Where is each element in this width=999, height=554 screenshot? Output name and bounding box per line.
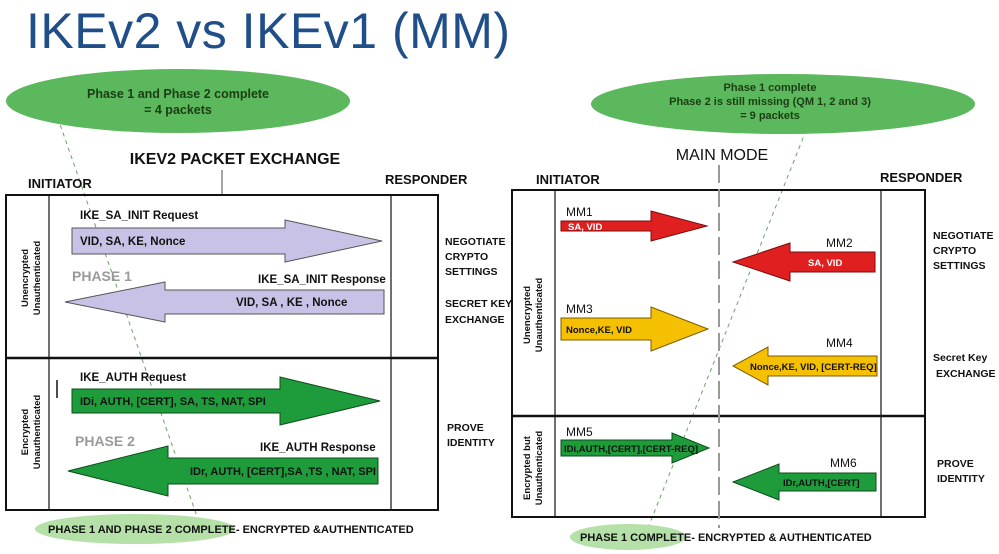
left-footer-rest: ENCRYPTED &AUTHENTICATED: [240, 524, 414, 536]
left-footer-text: PHASE 1 AND PHASE 2 COMPLETE- ENCRYPTED …: [48, 524, 414, 536]
mm4-label: MM4: [826, 336, 853, 350]
right-note-prove: PROVE: [937, 458, 974, 470]
phase2-label: PHASE 2: [75, 433, 135, 449]
mm6-arrow: [731, 463, 877, 501]
ike-auth-request-body: IDi, AUTH, [CERT], SA, TS, NAT, SPI: [80, 396, 266, 408]
right-bubble-line2: Phase 2 is still missing (QM 1, 2 and 3): [669, 96, 871, 108]
right-heading: MAIN MODE: [676, 147, 768, 164]
right-note-settings: SETTINGS: [933, 260, 986, 272]
right-row2-label-a: Encrypted but: [522, 435, 533, 500]
left-note-settings: SETTINGS: [445, 266, 498, 278]
mm3-arrow: [560, 306, 710, 352]
left-responder-label: RESPONDER: [385, 172, 468, 187]
phase1-label: PHASE 1: [72, 268, 132, 284]
mm2-arrow: [731, 242, 876, 282]
left-footer-oval: [35, 514, 235, 544]
mm1-label: MM1: [566, 205, 593, 219]
right-note-exchange: EXCHANGE: [936, 368, 996, 380]
ike-auth-response-body: IDr, AUTH, [CERT],SA ,TS , NAT, SPI: [190, 466, 376, 478]
page-title: IKEv2 vs IKEv1 (MM): [26, 3, 511, 59]
left-note-secret-key: SECRET KEY: [445, 298, 512, 310]
left-note-identity: IDENTITY: [447, 437, 495, 449]
ike-auth-response-title: IKE_AUTH Response: [260, 442, 376, 454]
mm5-body: IDi,AUTH,[CERT],[CERT-REQ]: [564, 444, 698, 455]
right-footer-text: PHASE 1 COMPLETE- ENCRYPTED & AUTHENTICA…: [580, 532, 872, 544]
right-note-identity: IDENTITY: [937, 473, 985, 485]
left-footer-highlight: PHASE 1 AND PHASE 2 COMPLETE-: [48, 524, 240, 536]
ike-sa-init-request-arrow: [71, 219, 383, 263]
left-note-prove: PROVE: [447, 422, 484, 434]
right-row1-label-a: Unencrypted: [522, 286, 533, 344]
right-bubble-line3: = 9 packets: [740, 110, 800, 122]
left-row1-label-b: Unauthenticated: [32, 241, 43, 316]
right-row2-label-b: Unauthenticated: [534, 431, 545, 506]
ike-sa-init-response-title: IKE_SA_INIT Response: [258, 274, 386, 286]
ike-auth-response-arrow: [67, 445, 379, 497]
mm4-arrow: [731, 346, 878, 386]
left-row2-label-b: Unauthenticated: [32, 395, 43, 470]
ike-sa-init-response-body: VID, SA , KE , Nonce: [236, 297, 347, 309]
mm6-body: IDr,AUTH,[CERT]: [783, 478, 860, 489]
ike-auth-request-title: IKE_AUTH Request: [80, 372, 186, 384]
right-note-negotiate: NEGOTIATE: [933, 230, 993, 242]
right-row1-label-b: Unauthenticated: [534, 278, 545, 353]
right-footer-highlight: PHASE 1 COMPLETE-: [580, 532, 695, 544]
left-bubble-line2: = 4 packets: [144, 103, 212, 117]
left-bubble-line1: Phase 1 and Phase 2 complete: [87, 87, 269, 101]
left-heading: IKEV2 PACKET EXCHANGE: [130, 151, 341, 168]
ike-sa-init-request-body: VID, SA, KE, Nonce: [80, 236, 185, 248]
right-note-crypto: CRYPTO: [933, 245, 976, 257]
mm3-label: MM3: [566, 302, 593, 316]
right-note-secret-key: Secret Key: [933, 352, 987, 364]
left-note-exchange: EXCHANGE: [445, 314, 505, 326]
left-guide-line: [54, 109, 201, 526]
mm3-body: Nonce,KE, VID: [566, 325, 632, 336]
right-initiator-label: INITIATOR: [536, 172, 600, 187]
left-note-crypto: CRYPTO: [445, 251, 488, 263]
mm2-label: MM2: [826, 236, 853, 250]
right-footer-rest: ENCRYPTED & AUTHENTICATED: [695, 532, 872, 544]
left-initiator-label: INITIATOR: [28, 176, 92, 191]
mm5-label: MM5: [566, 425, 593, 439]
mm1-body: SA, VID: [568, 222, 602, 233]
mm4-body: Nonce,KE, VID, [CERT-REQ]: [750, 362, 877, 373]
ike-auth-request-arrow: [71, 376, 381, 426]
right-footer-oval: [570, 524, 686, 550]
mm1-arrow: [560, 210, 709, 242]
left-note-negotiate: NEGOTIATE: [445, 236, 505, 248]
ike-sa-init-response-arrow: [64, 281, 385, 323]
left-row1-label-a: Unencrypted: [20, 249, 31, 307]
right-bubble-line1: Phase 1 complete: [724, 82, 817, 94]
mm2-body: SA, VID: [808, 258, 842, 269]
ike-sa-init-request-title: IKE_SA_INIT Request: [80, 210, 198, 222]
left-frame: [5, 194, 439, 511]
mm6-label: MM6: [830, 456, 857, 470]
right-summary-bubble: [591, 74, 975, 134]
left-summary-bubble: [6, 69, 350, 133]
mm5-arrow: [560, 432, 711, 464]
right-responder-label: RESPONDER: [880, 170, 963, 185]
left-row2-label-a: Encrypted: [20, 409, 31, 456]
